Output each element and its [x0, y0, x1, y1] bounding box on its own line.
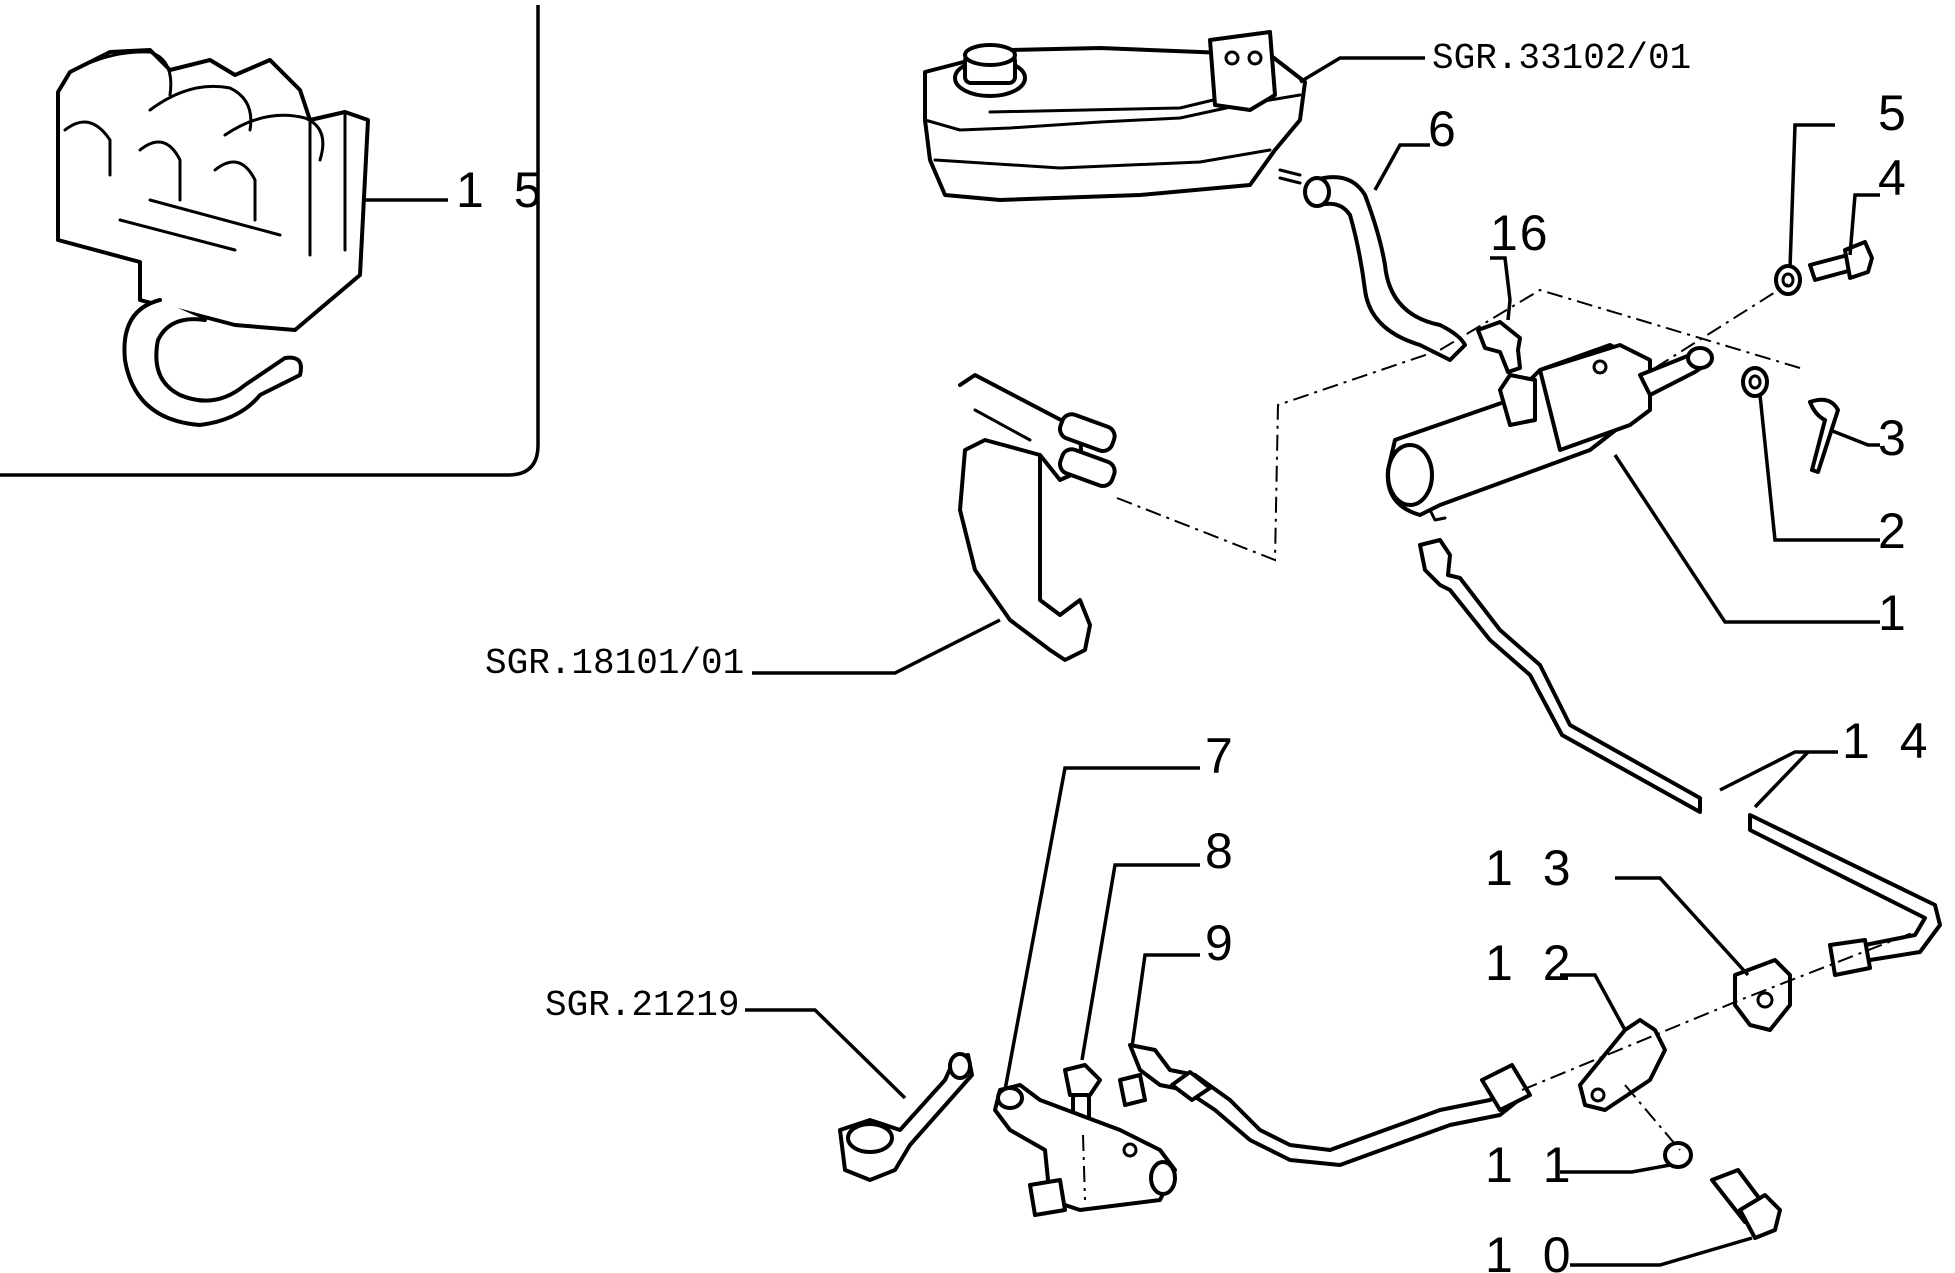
part-3-split-pin	[1808, 397, 1840, 474]
reference-labels: SGR.33102/01 SGR.18101/01 SGR.21219	[485, 38, 1691, 1026]
callout-5: 5	[1878, 85, 1914, 141]
callout-7: 7	[1205, 728, 1241, 784]
callout-15: 1 5	[456, 162, 550, 218]
inset-panel	[0, 5, 540, 477]
part-5-washer	[1774, 264, 1802, 296]
part-14-pipe-upper	[1418, 538, 1702, 814]
part-7-slave-cylinder	[993, 1083, 1177, 1217]
reference-reservoir-group: SGR.33102/01	[1432, 38, 1691, 79]
leader-lines	[362, 56, 1880, 1267]
part-4-bolt	[1808, 240, 1874, 282]
callout-10: 1 0	[1485, 1227, 1579, 1273]
callout-16: 16	[1490, 205, 1550, 261]
callout-14: 1 4	[1842, 713, 1936, 769]
callout-3: 3	[1878, 410, 1914, 466]
part-2-washer	[1741, 366, 1769, 398]
part-11-washer	[1663, 1141, 1693, 1169]
part-12-bracket	[1578, 1018, 1667, 1112]
callout-8: 8	[1205, 823, 1241, 879]
callout-13: 1 3	[1485, 840, 1579, 896]
reference-release-lever-group: SGR.21219	[545, 985, 739, 1026]
part-13-clip	[1733, 958, 1792, 1032]
part-16-elbow-fitting	[1476, 320, 1522, 374]
part-15-pipe-clip	[56, 48, 370, 427]
part-fluid-reservoir	[923, 30, 1307, 202]
callout-2: 2	[1878, 503, 1914, 559]
part-10-bolt	[1710, 1168, 1782, 1240]
part-14-pipe-lower	[1748, 813, 1942, 977]
part-1-master-cylinder	[1385, 343, 1714, 522]
assembly-centre-lines	[1082, 283, 1921, 1201]
callout-4: 4	[1878, 150, 1914, 206]
callout-11: 1 1	[1485, 1137, 1579, 1193]
part-clutch-pedal	[958, 373, 1117, 662]
callout-labels: 1 5 6 16 5 4 3 2 1 1 4 1 3 1 2 1 1 1 0 7…	[456, 85, 1936, 1273]
part-release-lever	[838, 1052, 974, 1182]
callout-12: 1 2	[1485, 935, 1579, 991]
part-6-reservoir-hose	[1303, 175, 1467, 362]
part-9-pipe	[1118, 1043, 1532, 1167]
callout-6: 6	[1428, 101, 1464, 157]
callout-1: 1	[1878, 585, 1914, 641]
reference-pedal-group: SGR.18101/01	[485, 643, 744, 684]
callout-9: 9	[1205, 915, 1241, 971]
